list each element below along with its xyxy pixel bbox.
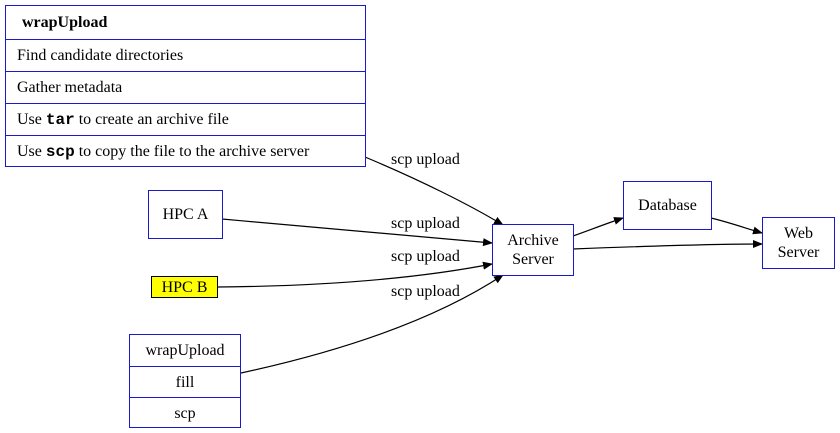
small-table-row-label: fill: [175, 373, 195, 391]
small-table-row: fill: [130, 366, 240, 397]
node-hpc-b: HPC B: [151, 276, 218, 298]
edge-label-smallwrap: scp upload: [391, 283, 460, 300]
step-text-post: to copy the file to the archive server: [74, 143, 310, 160]
step-row: Use scp to copy the file to the archive …: [6, 135, 365, 168]
step-text: Find candidate directories: [17, 46, 184, 64]
small-table-row: wrapUpload: [130, 335, 240, 366]
small-table-row-label: wrapUpload: [145, 342, 225, 359]
step-text-post: to create an archive file: [74, 110, 229, 128]
node-database-label: Database: [638, 197, 697, 214]
node-archive-server-line1: Archive: [507, 232, 559, 249]
wrapupload-small-table: wrapUpload fill scp: [129, 334, 241, 428]
edge-label-hpca: scp upload: [391, 215, 460, 232]
code-scp: scp: [45, 143, 75, 161]
step-row: Gather metadata: [6, 71, 365, 103]
node-hpc-a-label: HPC A: [162, 206, 209, 223]
edge-wrapupload-to-archive: [364, 156, 504, 226]
edge-hpca-to-archive: [221, 218, 493, 247]
wrapupload-table-title: wrapUpload: [22, 13, 108, 31]
edge-archive-to-database: [572, 217, 624, 237]
small-table-row-label: scp: [174, 405, 196, 422]
step-row: Use tar to create an archive file: [6, 103, 365, 135]
node-archive-server: Archive Server: [492, 224, 574, 276]
code-tar: tar: [45, 110, 75, 129]
node-web-server-line2: Server: [777, 244, 820, 261]
node-database: Database: [623, 181, 712, 230]
step-text-pre: Use: [17, 110, 46, 128]
wrapupload-table: wrapUpload Find candidate directories Ga…: [5, 5, 366, 167]
edge-database-to-webserver: [710, 217, 763, 235]
node-web-server-line1: Web: [784, 225, 813, 242]
wrapupload-table-title-row: wrapUpload: [6, 6, 365, 39]
step-text: Gather metadata: [17, 78, 123, 96]
edge-smallwrap-to-archive: [240, 274, 504, 374]
edge-label-hpcb: scp upload: [391, 248, 460, 265]
node-hpc-a: HPC A: [148, 190, 223, 239]
node-hpc-b-label: HPC B: [161, 278, 208, 296]
step-row: Find candidate directories: [6, 39, 365, 71]
node-web-server: Web Server: [762, 217, 835, 269]
edge-hpcb-to-archive: [217, 261, 493, 288]
small-table-row: scp: [130, 397, 240, 429]
edge-archive-to-webserver: [572, 240, 763, 250]
edge-label-wrapupload: scp upload: [391, 151, 460, 168]
step-text-pre: Use: [17, 143, 46, 160]
node-archive-server-line2: Server: [512, 251, 554, 268]
